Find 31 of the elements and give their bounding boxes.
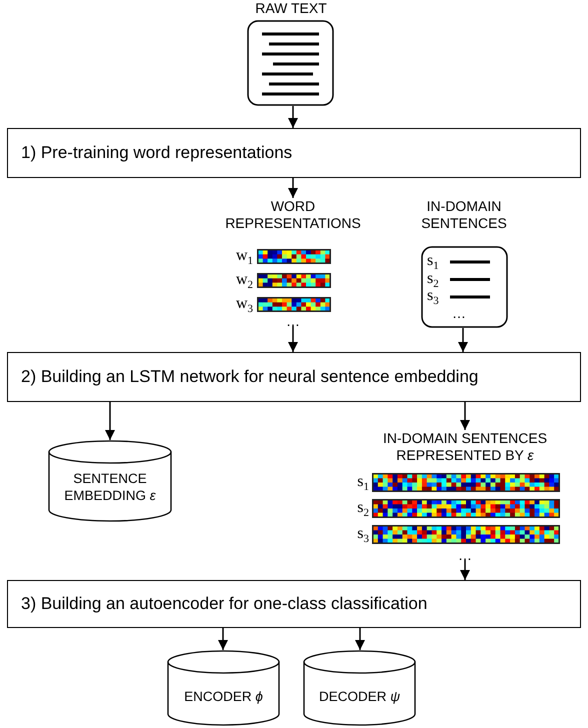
arrow [288,326,298,352]
row-label: s$_{3}$ [357,524,369,547]
arrow [460,402,470,430]
row-label: s$_{1}$ [357,472,369,495]
heading-label: IN-DOMAIN SENTENCES [420,198,508,232]
row-label: w$_{1}$ [236,246,253,269]
heading-label: IN-DOMAIN SENTENCES REPRESENTED BY ε [382,430,548,464]
arrow [288,178,298,198]
step-label: 2) Building an LSTM network for neural sentence embedding [21,367,478,387]
ellipsis: … [452,306,466,320]
ellipsis: … [286,314,300,328]
arrow [460,560,470,580]
arrow [218,628,228,650]
process-box [7,128,581,178]
arrow [105,402,115,440]
cylinder-label: SENTENCE EMBEDDING ε [63,470,157,504]
step-label: 3) Building an autoencoder for one-class classification [21,594,428,614]
row-label: s$_{2}$ [357,498,369,521]
arrow [288,106,298,128]
process-box [7,580,581,628]
row-label: w$_{2}$ [236,270,253,293]
ellipsis: … [458,548,472,562]
arrow [458,328,468,352]
arrow [355,628,365,650]
step-label: 1) Pre-training word representations [21,143,292,163]
cylinder-label: DECODER ψ [318,688,402,705]
heading-label: RAW TEXT [254,0,328,17]
process-box [7,352,581,402]
heading-label: WORD REPRESENTATIONS [224,198,362,232]
cylinder-label: ENCODER ϕ [183,688,264,705]
row-label: w$_{3}$ [236,294,253,317]
